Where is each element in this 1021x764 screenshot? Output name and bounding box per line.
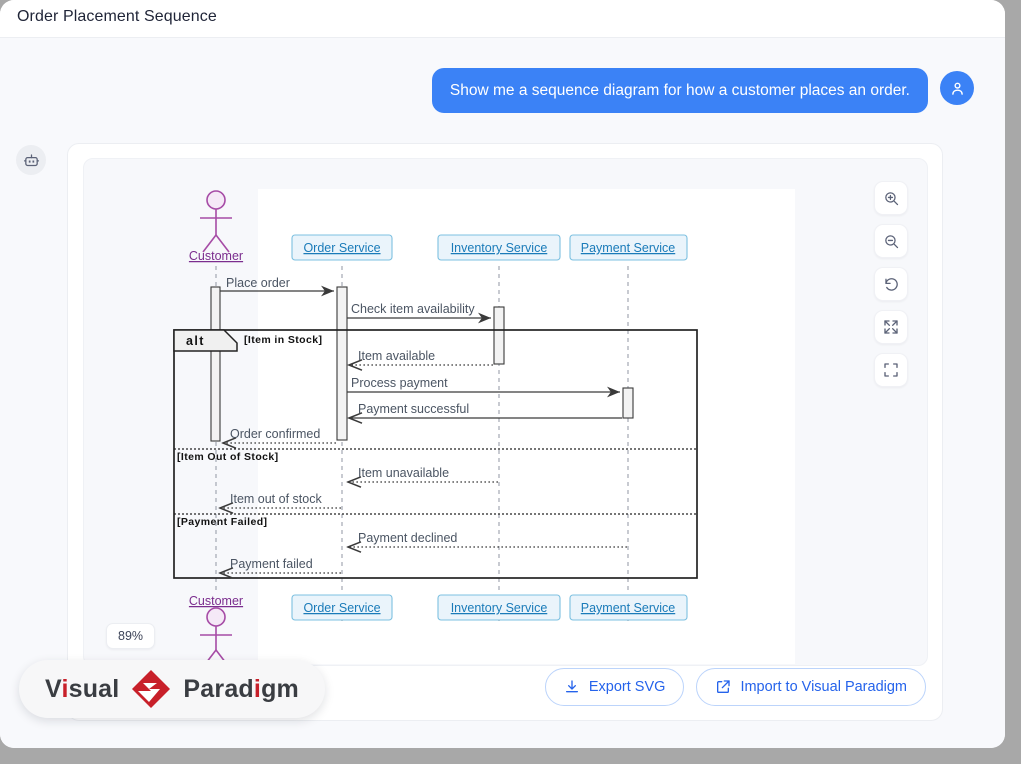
lifeline-box-order-bottom[interactable] [291,594,393,621]
lifeline-label-order-bottom: Order Service [303,601,380,615]
lifeline-label-inventory-top: Inventory Service [451,241,548,255]
card-footer: Export SVG Import to Visual Paradigm [544,668,926,706]
lifeline-headers-bottom: Customer Order Service Inventory Service [189,594,688,665]
fragment-operator-label: alt [186,334,205,348]
body-area: Show me a sequence diagram for how a cus… [0,38,1005,748]
lifeline-box-inventory-top[interactable] [437,234,561,261]
lifeline-box-payment-top[interactable] [569,234,688,261]
fullscreen-button[interactable] [874,353,908,387]
actor-customer-bottom [200,607,232,665]
reset-rotate-icon [884,277,898,291]
export-svg-button[interactable]: Export SVG [544,668,685,706]
fragment-guard-1: [Item in Stock] [244,334,322,346]
sequence-diagram: Customer Order Service Inventory Service… [173,190,698,665]
user-message-row: Show me a sequence diagram for how a cus… [431,68,974,114]
message-label-7: Item unavailable [358,466,449,480]
lifeline-label-payment-top: Payment Service [581,241,676,255]
actor-label-customer-bottom: Customer [189,594,243,608]
visual-paradigm-badge: Visual Paradigm [19,660,325,718]
import-to-vp-label: Import to Visual Paradigm [740,679,907,695]
fragment-guard-2: [Item Out of Stock] [177,451,279,463]
app-window: Order Placement Sequence Show me a seque… [0,0,1005,748]
user-message-bubble: Show me a sequence diagram for how a cus… [431,68,928,114]
message-label-8: Item out of stock [230,492,322,506]
message-label-6: Order confirmed [230,427,320,441]
robot-icon [23,153,39,166]
bot-avatar [16,145,46,175]
activation-bars [210,286,634,442]
page-title: Order Placement Sequence [17,8,217,25]
fit-screen-icon [884,320,898,334]
actor-customer-top [200,190,232,253]
export-svg-label: Export SVG [588,679,666,695]
download-icon [565,680,578,693]
zoom-out-button[interactable] [874,224,908,258]
zoom-in-button[interactable] [874,181,908,215]
fragment-guard-3: [Payment Failed] [177,516,267,528]
header-bar: Order Placement Sequence [0,0,1005,38]
lifeline-label-order-top: Order Service [303,241,380,255]
message-label-2: Check item availability [351,302,475,316]
lifeline-box-inventory-bottom[interactable] [437,594,561,621]
alt-fragment: alt [Item in Stock] [Item Out of Stock] … [173,329,698,579]
diagram-toolbar [874,181,908,387]
brand-word-paradigm: Paradigm [183,674,299,703]
user-icon [951,82,963,95]
brand-word-visual: Visual [45,674,120,703]
actor-label-customer-top: Customer [189,249,243,263]
lifeline-box-payment-bottom[interactable] [569,594,688,621]
zoom-in-icon [884,191,898,205]
lifeline-label-payment-bottom: Payment Service [581,601,676,615]
message-label-5: Payment successful [358,402,469,416]
message-label-4: Process payment [351,376,448,390]
message-label-9: Payment declined [358,531,457,545]
external-link-icon [717,680,731,693]
zoom-out-icon [884,234,898,248]
fit-screen-button[interactable] [874,310,908,344]
messages: Place order Check item availability Item… [220,276,627,573]
import-to-vp-button[interactable]: Import to Visual Paradigm [696,668,926,706]
user-avatar [940,71,974,105]
message-label-3: Item available [358,349,435,363]
zoom-level-badge[interactable]: 89% [106,623,156,649]
lifeline-headers-top: Order Service Inventory Service Payment … [291,234,688,261]
diagram-panel[interactable]: Customer Order Service Inventory Service… [83,158,928,666]
lifeline-box-order-top[interactable] [291,234,393,261]
diagram-result-card: Customer Order Service Inventory Service… [67,143,943,721]
lifeline-label-inventory-bottom: Inventory Service [451,601,548,615]
visual-paradigm-diamond-icon [132,670,171,708]
fullscreen-icon [884,363,898,377]
reset-button[interactable] [874,267,908,301]
message-label-10: Payment failed [230,557,313,571]
message-label-1: Place order [226,276,290,290]
